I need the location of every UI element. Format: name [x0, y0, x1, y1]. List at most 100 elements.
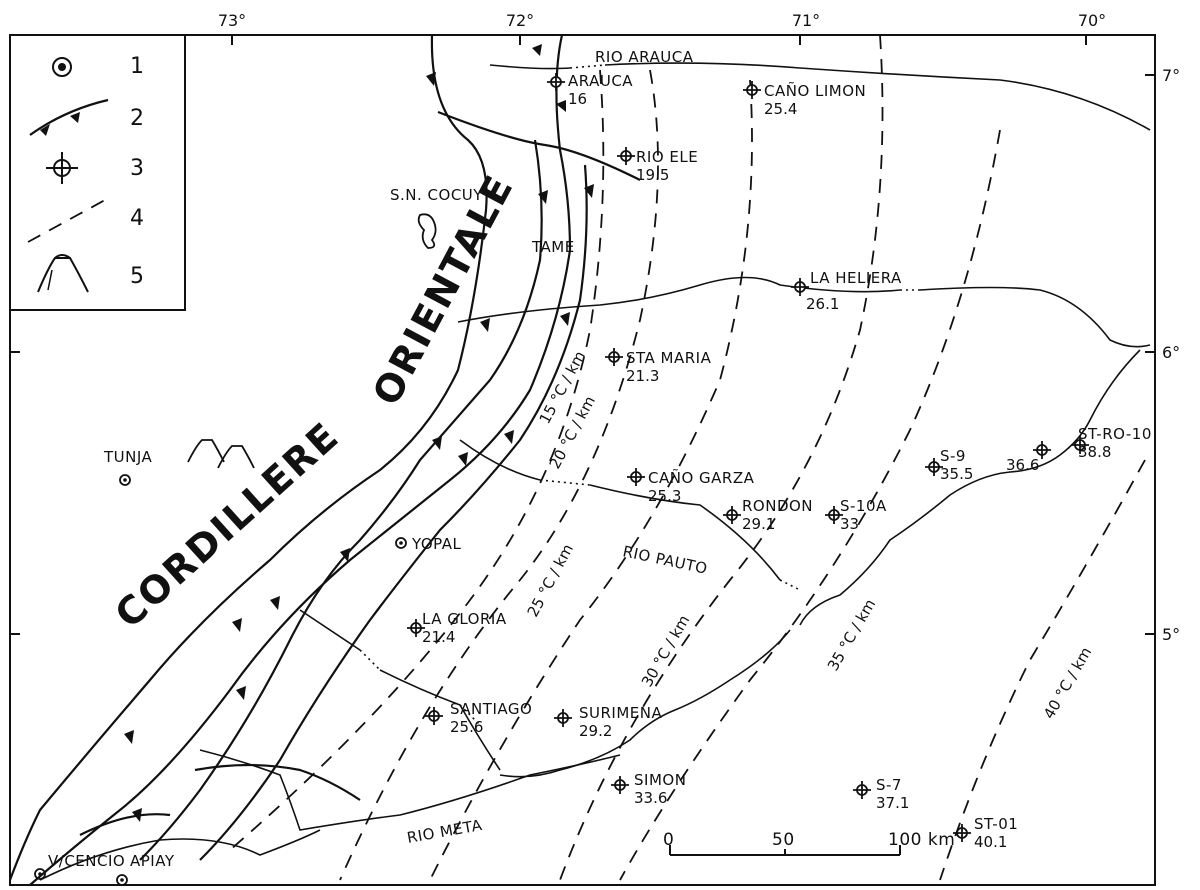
isoline-40 — [939, 459, 1146, 881]
isoline-20 — [339, 69, 659, 881]
city-apiay-icon — [116, 874, 128, 886]
legend-symbol-isograd-icon — [27, 199, 106, 243]
fault-cross-south — [194, 763, 361, 801]
river-pauto-label: RIO PAUTO — [621, 542, 709, 578]
scale-100: 100 km — [888, 830, 955, 850]
gradient-label-40: 40 °C / km — [1040, 644, 1095, 722]
well-marker: S-737.1 — [853, 776, 909, 812]
well-gradient-value: 29.1 — [742, 515, 775, 533]
well-gradient-value: 25.6 — [450, 718, 483, 736]
river-meta-line — [199, 749, 621, 831]
geothermal-gradient-isolines — [229, 34, 1146, 881]
legend: 1 2 3 4 5 — [9, 34, 186, 311]
city-yopal-icon — [395, 537, 407, 549]
scale-50: 50 — [772, 830, 795, 850]
lon-label-72: 72° — [506, 11, 534, 30]
well-gradient-value: 25.4 — [764, 100, 797, 118]
well-name-label: CAÑO GARZA — [648, 468, 755, 487]
fault-inner-2 — [199, 164, 588, 861]
place-sn-cocuy: S.N. COCUY — [390, 186, 483, 204]
orientale-label: ORIENTALE — [364, 167, 522, 412]
lat-label-5: 5° — [1162, 625, 1180, 644]
fault-cross-southwest — [79, 813, 171, 836]
legend-symbol-city-icon — [52, 57, 72, 77]
well-gradient-value: 33.6 — [634, 789, 667, 807]
city-tunja-icon — [119, 474, 131, 486]
legend-key-2: 2 — [130, 106, 145, 131]
gradient-label-35: 35 °C / km — [824, 596, 879, 674]
well-marker: S-935.5 — [925, 447, 973, 483]
well-gradient-value: 25.3 — [648, 487, 681, 505]
well-gradient-value: 33 — [840, 515, 859, 533]
legend-key-1: 1 — [130, 54, 145, 79]
legend-key-4: 4 — [130, 206, 145, 231]
river-la-heliera-line — [457, 276, 1151, 348]
lon-label-70: 70° — [1078, 11, 1106, 30]
well-name-label: SURIMENA — [579, 704, 662, 722]
well-name-label: RONDON — [742, 497, 813, 515]
legend-key-3: 3 — [130, 156, 145, 181]
faults — [8, 34, 641, 886]
legend-symbol-volcano-icon — [37, 254, 89, 293]
river-meta-label: RIO META — [406, 816, 484, 847]
well-name-label: CAÑO LIMON — [764, 81, 866, 100]
well-gradient-value: 21.3 — [626, 367, 659, 385]
lon-label-73: 73° — [218, 11, 246, 30]
river-pauto-east-line — [799, 349, 1141, 626]
fault-cross-north — [437, 110, 641, 181]
river-tributary-line — [299, 609, 501, 771]
well-name-label: STA MARIA — [626, 349, 712, 367]
well-name-label: ARAUCA — [568, 72, 633, 90]
well-name-label: LA HELIERA — [810, 269, 902, 287]
well-gradient-value: 36.6 — [1006, 456, 1039, 474]
legend-symbol-well-icon — [46, 152, 78, 184]
place-yopal: YOPAL — [411, 535, 461, 553]
well-marker: 36.6 — [1006, 441, 1051, 474]
well-gradient-value: 16 — [568, 90, 587, 108]
fault-main-east — [29, 34, 572, 886]
well-name-label: S-10A — [840, 497, 887, 515]
rivers — [39, 62, 1151, 881]
place-tunja: TUNJA — [103, 448, 153, 466]
well-name-label: RIO ELE — [636, 148, 698, 166]
lat-label-7: 7° — [1162, 66, 1180, 85]
well-name-label: ST-01 — [974, 815, 1018, 833]
legend-box — [9, 34, 186, 311]
place-apiay: APIAY — [130, 852, 175, 870]
isoline-25 — [429, 79, 753, 881]
volcano-icon — [187, 439, 255, 469]
well-gradient-value: 38.8 — [1078, 443, 1111, 461]
fault-inner-1 — [139, 139, 543, 861]
well-name-label: SANTIAGO — [450, 700, 532, 718]
well-name-label: S-9 — [940, 447, 966, 465]
well-gradient-value: 40.1 — [974, 833, 1007, 851]
place-tame: TAME — [531, 238, 575, 256]
isoline-15 — [229, 69, 605, 851]
river-arauca-label: RIO ARAUCA — [595, 48, 694, 66]
well-name-label: LA GLORIA — [422, 610, 507, 628]
river-apiay-line — [39, 829, 321, 881]
well-gradient-value: 21.4 — [422, 628, 455, 646]
well-name-label: ST-RO-10 — [1078, 425, 1152, 443]
scale-bar: 0 50 100 km — [663, 830, 955, 856]
city-villavicencio-icon — [34, 868, 46, 880]
lon-label-71: 71° — [792, 11, 820, 30]
isoline-30 — [559, 34, 884, 881]
map-frame — [9, 34, 1156, 886]
well-gradient-value: 29.2 — [579, 722, 612, 740]
gradient-label-25: 25 °C / km — [524, 541, 577, 620]
legend-key-5: 5 — [130, 264, 145, 289]
legend-symbol-thrust-fault-icon — [29, 98, 109, 136]
river-surimena-line — [499, 629, 791, 778]
